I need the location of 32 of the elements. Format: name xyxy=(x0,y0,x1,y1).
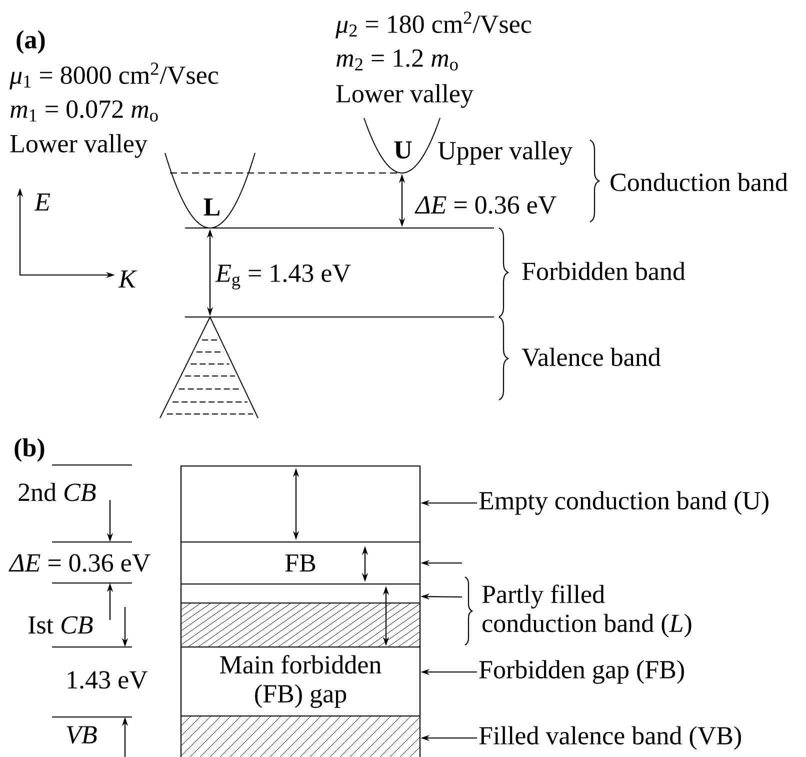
band-box: FB xyxy=(180,541,421,585)
callout-text: Filled valence band (VB) xyxy=(479,726,741,750)
axis-label: K xyxy=(118,270,138,288)
callout-text: Partly filled conduction band (L) xyxy=(482,584,692,638)
valley-letter: U xyxy=(394,141,412,159)
level-label: 2nd CB xyxy=(18,482,96,502)
level-label: Ist CB xyxy=(28,616,93,634)
valley-label: Lower valley xyxy=(336,84,474,108)
callout-text: Forbidden gap (FB) xyxy=(479,660,684,684)
parameter-text: μ$_{2}$ = 180 cm$^{2}$/Vsec xyxy=(336,12,532,38)
level-label: VB xyxy=(66,726,97,744)
energy-value: ΔE = 0.36 eV xyxy=(414,196,556,214)
valley-label: Lower valley xyxy=(10,134,148,158)
partly-filled-band xyxy=(180,583,421,648)
band-label: Valence band xyxy=(522,348,661,366)
band-label: Forbidden band xyxy=(522,262,686,280)
energy-value: 1.43 eV xyxy=(68,671,148,689)
hatched-band xyxy=(180,715,421,757)
energy-value: E$_{g}$ = 1.43 eV xyxy=(215,264,351,290)
energy-value: ΔE = 0.36 eV xyxy=(8,554,150,572)
panel-label: (a) xyxy=(16,30,45,54)
parameter-text: μ$_{1}$ = 8000 cm$^{2}$/Vsec xyxy=(10,62,218,90)
parameter-text: m$_{1}$ = 0.072 m$_{o}$ xyxy=(10,100,158,122)
band-box: Main forbidden (FB) gap xyxy=(180,646,421,717)
axis-label: E xyxy=(34,193,50,210)
band-label: Conduction band xyxy=(610,172,788,192)
valley-label: Upper valley xyxy=(438,141,572,165)
valley-letter: L xyxy=(204,198,220,216)
panel-label: (b) xyxy=(14,438,44,462)
callout-text: Empty conduction band (U) xyxy=(479,491,768,515)
empty-band xyxy=(180,465,421,543)
parameter-text: m$_{2}$ = 1.2 m$_{o}$ xyxy=(336,49,458,71)
